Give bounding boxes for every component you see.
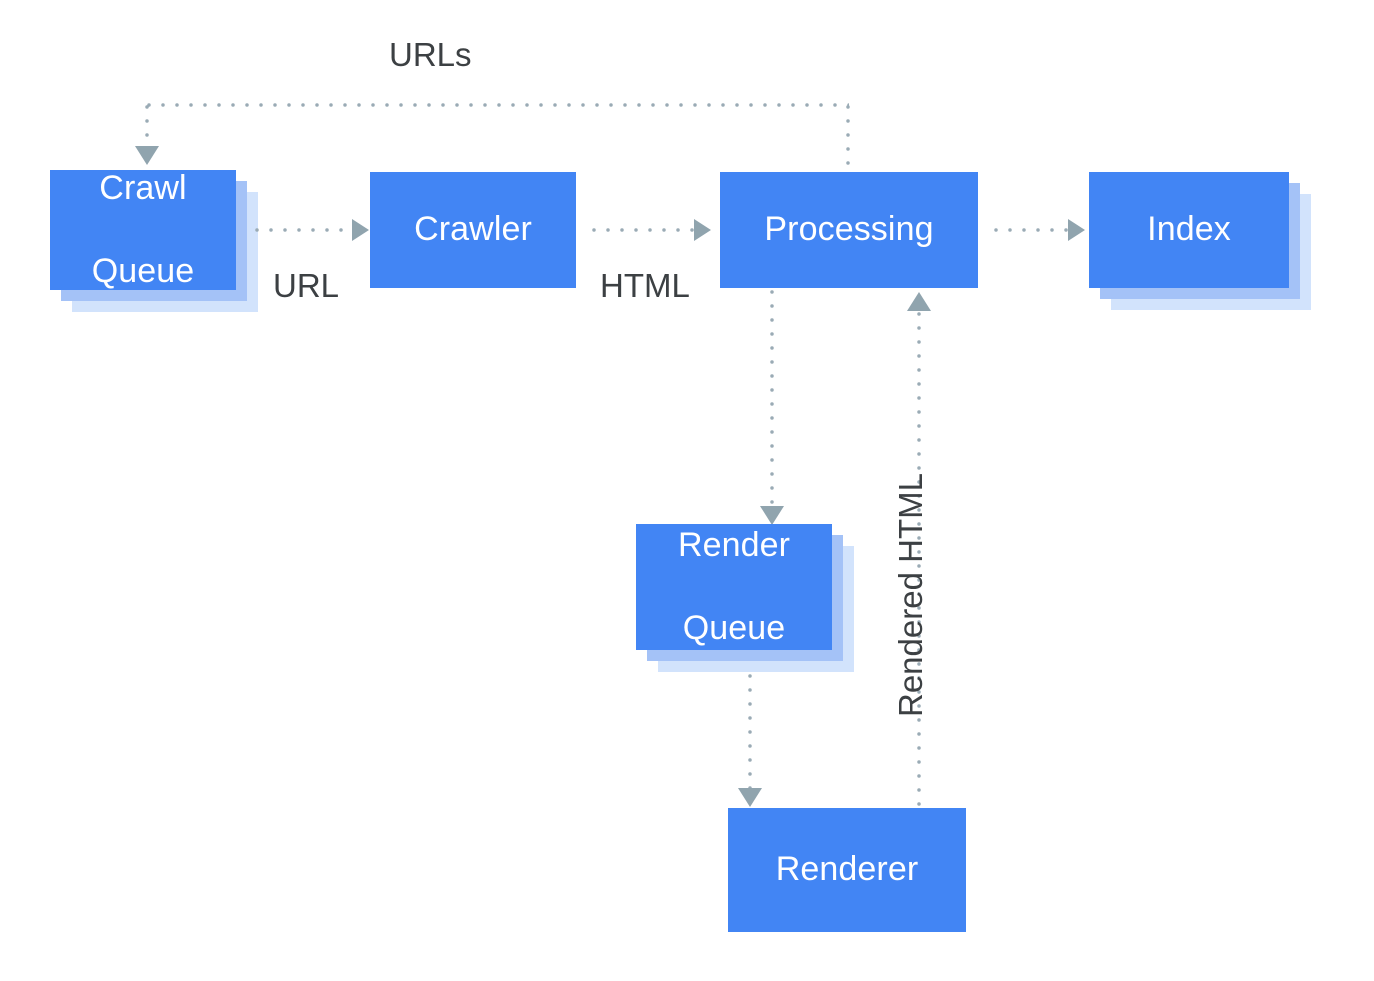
edge-processing-to-index-line xyxy=(994,228,1070,232)
node-crawler[interactable]: Crawler xyxy=(370,172,576,288)
edge-processing-to-crawl-queue-arrowhead xyxy=(135,146,159,165)
edge-renderer-to-processing-line xyxy=(917,312,921,810)
edge-crawl-queue-to-crawler-arrowhead xyxy=(352,219,369,241)
edge-label-html: HTML xyxy=(600,267,690,304)
node-renderer-face: Renderer xyxy=(728,808,966,932)
node-renderer[interactable]: Renderer xyxy=(728,808,966,932)
node-index-label: Index xyxy=(1147,210,1231,249)
edge-processing-to-index-arrowhead xyxy=(1068,219,1085,241)
edge-processing-to-render-queue-arrowhead xyxy=(760,506,784,525)
node-index[interactable]: Index xyxy=(1089,172,1311,310)
edge-label-rendered-html: Rendered HTML xyxy=(892,473,929,717)
edge-render-queue-to-renderer-arrowhead xyxy=(738,788,762,807)
edge-processing-to-render-queue-line xyxy=(770,290,774,508)
edge-processing-to-crawl-queue-drop xyxy=(145,105,149,148)
node-processing-label: Processing xyxy=(764,210,934,249)
node-processing[interactable]: Processing xyxy=(720,172,978,288)
edge-render-queue-to-renderer-line xyxy=(748,674,752,790)
edge-crawler-to-processing-line xyxy=(592,228,694,232)
node-crawler-face: Crawler xyxy=(370,172,576,288)
edge-processing-to-crawl-queue-span xyxy=(147,103,849,107)
edge-processing-to-crawl-queue-riser xyxy=(846,105,850,171)
edge-label-url: URL xyxy=(273,267,340,304)
edge-label-urls: URLs xyxy=(389,36,472,73)
node-index-face: Index xyxy=(1089,172,1289,288)
edge-crawler-to-processing-arrowhead xyxy=(694,219,711,241)
node-renderer-label: Renderer xyxy=(775,850,919,889)
node-crawler-label: Crawler xyxy=(414,210,532,249)
node-processing-face: Processing xyxy=(720,172,978,288)
edge-crawl-queue-to-crawler-line xyxy=(255,228,353,232)
edge-renderer-to-processing-arrowhead xyxy=(907,292,931,311)
